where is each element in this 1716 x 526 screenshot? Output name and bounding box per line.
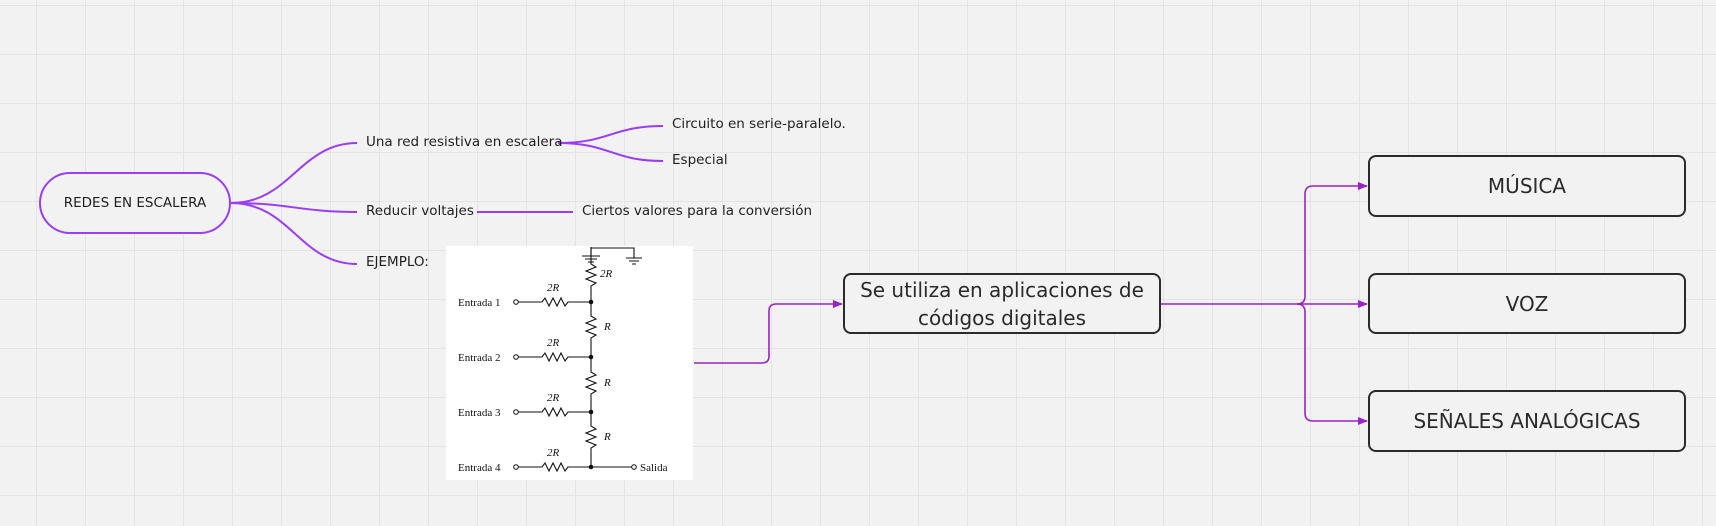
- ground-symbol-full: [591, 247, 642, 265]
- input-rung-4: [516, 461, 591, 473]
- flow-connector-to-musica: [1161, 182, 1368, 305]
- input-terminal-3: [513, 409, 519, 415]
- branch-red-resistiva[interactable]: Una red resistiva en escalera: [366, 134, 563, 150]
- output-terminal: [631, 464, 637, 470]
- output-label: Salida: [640, 462, 668, 474]
- center-application-box[interactable]: Se utiliza en aplicaciones de códigos di…: [843, 273, 1161, 334]
- input-label-3: Entrada 3: [458, 407, 501, 419]
- junction-node-2: [588, 354, 594, 360]
- target-box-musica[interactable]: MÚSICA: [1368, 155, 1686, 217]
- top-resistor-label: 2R: [600, 268, 613, 280]
- input-label-2: Entrada 2: [458, 352, 500, 364]
- junction-node-3: [588, 409, 594, 415]
- junction-node-4: [588, 464, 594, 470]
- branch-connector-ejemplo: [230, 202, 358, 265]
- branch-reducir-voltajes[interactable]: Reducir voltajes: [366, 203, 474, 219]
- ladder-circuit-diagram: Entrada 1 Entrada 2 Entrada 3 Entrada 4 …: [458, 247, 668, 474]
- rung-resistor-label-2: R: [603, 377, 611, 389]
- input-rung-3: [516, 406, 591, 418]
- top-resistor-zigzag: [584, 260, 598, 302]
- subbranch-connector-circuito: [557, 125, 664, 144]
- target-label-musica: MÚSICA: [1487, 174, 1567, 198]
- rung-resistor-label-3: R: [603, 431, 611, 443]
- center-box-line-2: códigos digitales: [917, 305, 1087, 330]
- target-label-voz: VOZ: [1505, 291, 1549, 316]
- input-rung-2: [516, 351, 591, 363]
- target-box-senales-analogicas[interactable]: SEÑALES ANALÓGICAS: [1368, 390, 1686, 452]
- junction-node-1: [588, 299, 594, 305]
- series-resistor-label-3: 2R: [547, 392, 560, 404]
- flow-connector-circuit-to-center: [694, 300, 843, 364]
- input-label-4: Entrada 4: [458, 462, 501, 474]
- input-terminal-1: [513, 299, 519, 305]
- input-terminal-2: [513, 354, 519, 360]
- leaf-especial[interactable]: Especial: [672, 152, 728, 168]
- target-box-voz[interactable]: VOZ: [1368, 273, 1686, 334]
- target-label-senales-analogicas: SEÑALES ANALÓGICAS: [1413, 409, 1641, 433]
- branch-connector-reducir-voltajes: [230, 202, 358, 213]
- root-node[interactable]: REDES EN ESCALERA: [39, 172, 231, 234]
- rung-resistor-2: [584, 357, 598, 412]
- series-resistor-label-2: 2R: [547, 337, 560, 349]
- input-terminal-4: [513, 464, 519, 470]
- series-resistor-label-4: 2R: [547, 447, 560, 459]
- input-rung-1: [516, 296, 591, 308]
- rung-resistor-3: [584, 412, 598, 467]
- leaf-circuito-serie-paralelo[interactable]: Circuito en serie-paralelo.: [672, 116, 846, 132]
- ladder-circuit-image[interactable]: Entrada 1 Entrada 2 Entrada 3 Entrada 4 …: [446, 246, 693, 480]
- series-resistor-label-1: 2R: [547, 282, 560, 294]
- branch-connector-red-resistiva: [230, 142, 358, 204]
- flow-connector-to-senales: [1296, 303, 1368, 425]
- subbranch-connector-especial: [557, 142, 664, 162]
- rung-resistor-label-1: R: [603, 321, 611, 333]
- root-label: REDES EN ESCALERA: [63, 195, 207, 211]
- rung-resistor-1: [584, 302, 598, 357]
- leaf-ciertos-valores[interactable]: Ciertos valores para la conversión: [582, 203, 813, 219]
- center-box-line-1: Se utiliza en aplicaciones de: [860, 277, 1144, 302]
- input-label-1: Entrada 1: [458, 297, 500, 309]
- branch-ejemplo[interactable]: EJEMPLO:: [366, 254, 429, 270]
